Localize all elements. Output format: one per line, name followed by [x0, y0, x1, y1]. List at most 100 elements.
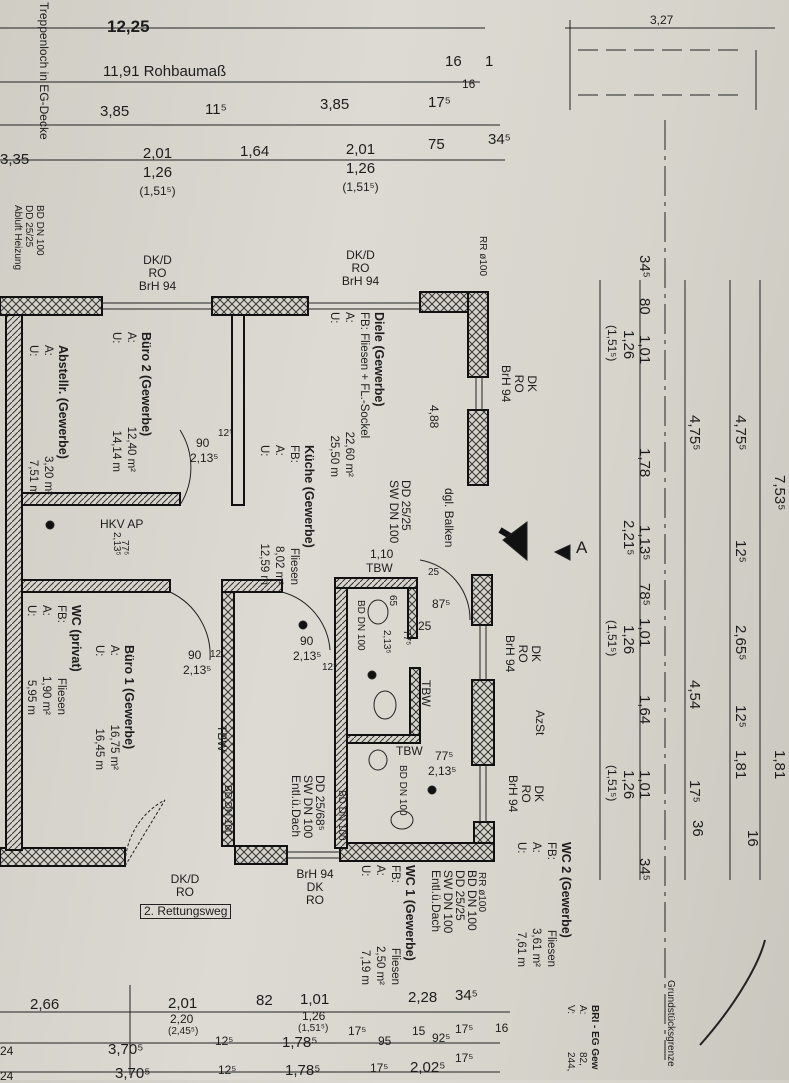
dim: 1,81	[771, 750, 788, 780]
dim: 1,01	[636, 335, 653, 365]
room-diele: Diele (Gewerbe) FB: Fliesen + FL.-Sockel…	[326, 312, 386, 477]
bri-v-label: V:	[565, 1005, 576, 1015]
dim: 12⁵	[218, 1063, 237, 1077]
room-floor: Fliesen	[389, 947, 401, 985]
dim: 2,65⁵	[732, 625, 749, 661]
property-line-label: Grundstücksgrenze	[665, 980, 676, 1067]
dim: 12⁵	[215, 1034, 234, 1048]
room-wc-privat: WC (privat) FB:Fliesen A:1,90 m² U:5,95 …	[23, 605, 83, 715]
note-line: Entl.ü.Dach	[289, 775, 303, 838]
dim: 12⁵	[732, 705, 749, 728]
sill-height: BrH 94	[341, 274, 380, 288]
dim: 34⁵	[488, 131, 511, 148]
room-floor: Fliesen	[545, 929, 557, 967]
windows-doors	[45, 302, 571, 867]
room-perimeter: 5,95 m	[25, 679, 37, 715]
perimeter-label: U:	[258, 445, 270, 457]
room-area: 2,50 m²	[374, 946, 386, 985]
perimeter-label: U:	[27, 345, 39, 357]
room-wc-2: WC 2 (Gewerbe) FB:Fliesen A:3,61 m² U:7,…	[513, 842, 573, 967]
pipe-label: BD DN 100	[397, 765, 408, 816]
dim: 7,53⁵	[771, 475, 788, 511]
dim: 24	[0, 1044, 14, 1058]
room-buero-1: Büro 1 (Gewerbe) A:16,75 m² U:16,45 m	[91, 645, 136, 770]
room-area: 8,02 m²	[273, 546, 285, 585]
perimeter-label: U:	[25, 605, 37, 617]
dim: 1,26	[345, 160, 376, 177]
area-label: A:	[530, 842, 542, 853]
dim: 34⁵	[455, 987, 478, 1004]
pipe-label: BD DN 100	[355, 600, 366, 651]
dim: 1	[485, 53, 494, 70]
door-dim: 2,13⁵	[381, 630, 392, 654]
room-abstellraum: Abstellr. (Gewerbe) A:3,20 m² U:7,51 m	[25, 345, 70, 495]
area-label: A:	[273, 445, 285, 456]
door-dim: 12⁵	[218, 428, 234, 439]
room-area: 16,75 m²	[108, 724, 120, 770]
dim: 82	[256, 992, 273, 1009]
dim: 65	[387, 595, 398, 607]
dim: 3,35	[0, 151, 30, 168]
dim: 2,01	[345, 141, 376, 158]
perimeter-label: U:	[110, 332, 122, 344]
room-title: Abstellr. (Gewerbe)	[56, 345, 70, 459]
window-type: RO	[176, 885, 194, 899]
dim: 1,78⁵	[285, 1062, 321, 1079]
downpipe-label: RR ø100	[477, 236, 488, 277]
dim: 12⁵	[732, 540, 749, 563]
door-dim: 90	[300, 634, 314, 648]
perimeter-label: U:	[515, 842, 527, 854]
azst-label: AzSt	[533, 710, 547, 736]
dim: 17⁵	[370, 1061, 389, 1075]
dim: 2,21⁵	[620, 520, 637, 556]
dim: 1,81	[732, 750, 749, 780]
tbw-label: TBW	[215, 725, 229, 752]
door-dim: 2,13⁵	[183, 663, 212, 677]
window-type: DK	[525, 375, 539, 393]
dim: 16	[462, 77, 476, 91]
bri-a-value: 82,	[577, 1052, 588, 1066]
dim: 3,70⁵	[108, 1041, 144, 1058]
dim: 16	[445, 53, 462, 70]
dim: 1,78	[636, 448, 653, 478]
window-type: RO	[148, 266, 167, 280]
room-kueche: Küche (Gewerbe) FB:Fliesen A:8,02 m² U:1…	[256, 445, 316, 585]
dim: 2,01	[168, 995, 198, 1012]
dim: 87⁵	[432, 597, 451, 611]
dim: 2,02⁵	[410, 1059, 446, 1076]
perimeter-label: U:	[328, 312, 340, 324]
bri-label: BRI - EG Gew	[589, 1005, 600, 1070]
dim: 2,66	[30, 996, 60, 1013]
stairwell-note: Treppenloch in EG-Decke	[37, 2, 51, 140]
dim: 1,78⁵	[282, 1034, 318, 1051]
door-dim: 12	[210, 649, 222, 660]
hkv-label: HKV AP	[100, 517, 144, 531]
area-label: A:	[374, 865, 386, 876]
note-line: Abluft Heizung	[12, 205, 23, 271]
window-type: DK	[532, 785, 546, 803]
dim: 4,54	[686, 680, 703, 710]
dim: 1,64	[636, 695, 653, 725]
dim: 16	[495, 1021, 509, 1035]
dim: 4,75⁵	[686, 415, 703, 451]
room-title: WC (privat)	[69, 605, 83, 672]
dim: 17⁵	[686, 780, 703, 803]
note-line: DD 25/25	[23, 205, 34, 248]
section-marker: A	[576, 538, 588, 557]
dim: 4,75⁵	[732, 415, 749, 451]
pipe-label: BD DN 100	[222, 785, 233, 836]
tbw-label: TBW	[366, 561, 393, 575]
note-line: SW DN 100	[301, 775, 315, 839]
dim: 1,64	[240, 143, 270, 160]
dim: 1,01	[636, 770, 653, 800]
dim: 11⁵	[205, 101, 227, 118]
note-line: BD DN 100	[465, 870, 479, 931]
area-label: A:	[108, 645, 120, 656]
